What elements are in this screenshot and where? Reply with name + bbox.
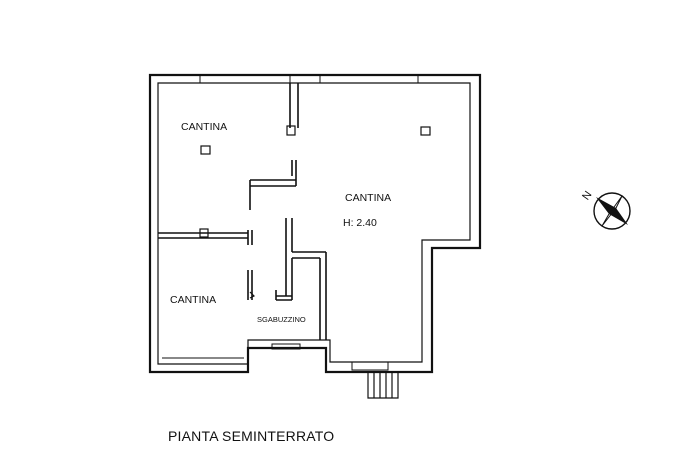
- column-main-room: [420, 126, 431, 136]
- partition-wall-top-left: [249, 83, 299, 210]
- exterior-steps: [367, 372, 399, 399]
- outer-wall: [148, 73, 482, 374]
- room-label-sgabuzzino: SGABUZZINO: [257, 315, 306, 324]
- partition-wall-left-vertical: [247, 230, 253, 300]
- column-left-mid: [199, 228, 209, 238]
- window-top-left: [199, 74, 291, 84]
- room-label-cantina-bottom-left: CANTINA: [170, 294, 216, 306]
- window-top-right: [319, 74, 419, 84]
- corridor-wall: [275, 218, 327, 340]
- column-top-left-room: [200, 145, 211, 155]
- north-label: N: [580, 189, 594, 202]
- door-hinge-bottom-left: [249, 291, 256, 299]
- plan-caption: PIANTA SEMINTERRATO: [168, 428, 335, 444]
- room-label-cantina-main: CANTINA: [345, 192, 391, 204]
- room-label-height: H: 2.40: [343, 217, 377, 229]
- window-bottom: [351, 361, 389, 371]
- column-top-left: [286, 125, 296, 136]
- north-arrow-icon: N: [580, 189, 631, 230]
- partition-wall-left-mid: [158, 232, 248, 239]
- outer-wall-inner-line: [157, 82, 471, 365]
- room-label-cantina-top-left: CANTINA: [181, 121, 227, 133]
- door-sgabuzzino: [271, 343, 301, 350]
